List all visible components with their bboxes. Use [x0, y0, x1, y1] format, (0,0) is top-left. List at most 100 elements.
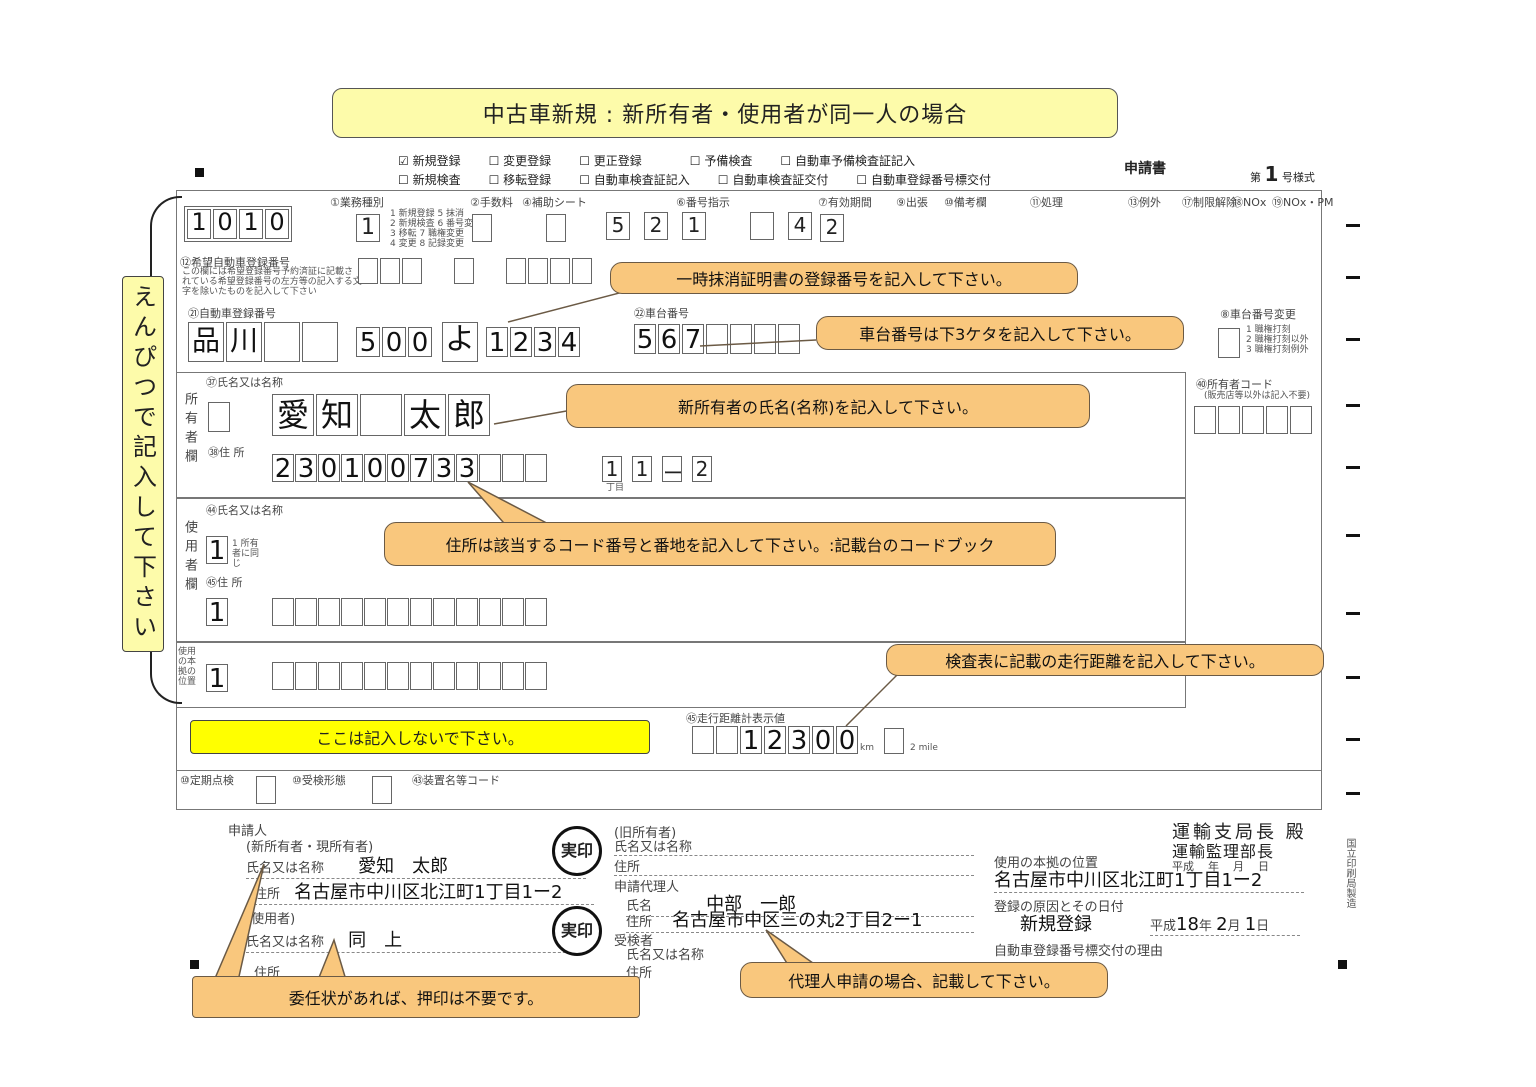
kibou-cell[interactable] — [506, 258, 526, 284]
odometer-cell[interactable]: 0 — [812, 726, 834, 754]
plate-class-cell[interactable]: 0 — [408, 327, 432, 357]
odometer-cell[interactable]: 0 — [836, 726, 858, 754]
address-code-cell[interactable]: 2 — [272, 454, 294, 482]
address-code-cell[interactable]: 3 — [433, 454, 455, 482]
bango-digit[interactable]: 5 — [606, 212, 630, 240]
checkbox-kosei-toroku[interactable]: ☐ 更正登録 — [579, 154, 642, 168]
address-code-cell[interactable] — [433, 662, 455, 690]
odometer-cell[interactable] — [716, 726, 738, 754]
address-code-cell[interactable] — [479, 662, 501, 690]
address-code-cell[interactable] — [364, 598, 386, 626]
address-code-cell[interactable] — [502, 454, 524, 482]
address-block-cell[interactable]: 1 — [602, 456, 622, 482]
owner-flag-field[interactable] — [208, 402, 230, 432]
kibou-cell[interactable] — [528, 258, 548, 284]
address-code-cell[interactable]: 0 — [387, 454, 409, 482]
chassis-cell[interactable] — [706, 324, 728, 354]
plate-region-cell[interactable]: 品 — [188, 322, 224, 362]
chassis-cell[interactable] — [754, 324, 776, 354]
address-code-cell[interactable] — [341, 598, 363, 626]
agent-name-value[interactable]: 中部 一郎 — [706, 894, 797, 915]
owner-code-cell[interactable] — [1266, 406, 1288, 434]
address-code-cell[interactable]: 3 — [295, 454, 317, 482]
owner-name-cell[interactable] — [360, 394, 402, 436]
owner-address-value[interactable]: 名古屋市中川区北江町1丁目1ー2 — [294, 882, 563, 903]
address-code-cell[interactable]: 7 — [410, 454, 432, 482]
address-code-cell[interactable] — [525, 454, 547, 482]
hojo-sheet-field[interactable] — [546, 214, 566, 242]
checkbox-shinki-kensa[interactable]: ☐ 新規検査 — [398, 173, 461, 187]
owner-name-value[interactable]: 愛知 太郎 — [358, 856, 449, 877]
plate-number-cell[interactable]: 2 — [510, 327, 532, 357]
address-code-cell[interactable] — [272, 662, 294, 690]
plate-region-cell[interactable] — [264, 322, 300, 362]
chassis-cell[interactable]: 7 — [682, 324, 704, 354]
yuko-kikan-field[interactable]: 2 — [820, 214, 844, 242]
office-code-digit[interactable]: 0 — [265, 209, 289, 239]
kibou-cell[interactable] — [454, 258, 474, 284]
owner-name-cell[interactable]: 知 — [316, 394, 358, 436]
honkyo-address-value[interactable]: 名古屋市中川区北江町1丁目1ー2 — [994, 866, 1304, 893]
bango-digit[interactable]: 4 — [788, 212, 812, 240]
address-code-cell[interactable] — [318, 662, 340, 690]
checkbox-kensasho-kofu[interactable]: ☐ 自動車検査証交付 — [717, 173, 829, 187]
tesuryo-field[interactable] — [472, 214, 492, 242]
address-block-cell[interactable]: 2 — [692, 456, 712, 482]
checkbox-henko-toroku[interactable]: ☐ 変更登録 — [488, 154, 552, 168]
address-code-cell[interactable] — [525, 598, 547, 626]
checkbox-plate-kofu[interactable]: ☐ 自動車登録番号標交付 — [856, 173, 991, 187]
owner-code-cell[interactable] — [1290, 406, 1312, 434]
address-code-cell[interactable] — [387, 598, 409, 626]
owner-name-cell[interactable]: 郎 — [448, 394, 490, 436]
checkbox-shinki-toroku[interactable]: ☑ 新規登録 — [398, 154, 461, 168]
owner-name-cell[interactable]: 太 — [404, 394, 446, 436]
user-same-field[interactable]: 1 — [206, 536, 228, 564]
address-code-cell[interactable] — [387, 662, 409, 690]
address-code-cell[interactable] — [456, 662, 478, 690]
chassis-cell[interactable]: 5 — [634, 324, 656, 354]
kibou-cell[interactable] — [380, 258, 400, 284]
address-code-cell[interactable] — [295, 662, 317, 690]
address-code-cell[interactable] — [341, 662, 363, 690]
kibou-cell[interactable] — [358, 258, 378, 284]
jushin-field[interactable] — [372, 776, 392, 804]
kibou-cell[interactable] — [572, 258, 592, 284]
address-code-cell[interactable]: 1 — [341, 454, 363, 482]
honkyo-same-field[interactable]: 1 — [206, 664, 228, 692]
shadai-change-field[interactable] — [1218, 328, 1240, 358]
plate-number-cell[interactable]: 4 — [558, 327, 580, 357]
address-block-cell[interactable]: ー — [662, 456, 683, 485]
address-block-cell[interactable]: 1 — [632, 456, 652, 482]
cause-value[interactable]: 新規登録 — [1020, 914, 1092, 935]
address-code-cell[interactable] — [410, 662, 432, 690]
odometer-cell[interactable]: 2 — [764, 726, 786, 754]
address-code-cell[interactable] — [295, 598, 317, 626]
odometer-unit-cell[interactable] — [883, 728, 904, 754]
address-code-cell[interactable] — [479, 454, 501, 482]
owner-name-cell[interactable]: 愛 — [272, 394, 314, 436]
kibou-cell[interactable] — [550, 258, 570, 284]
user-address-same-field[interactable]: 1 — [206, 598, 228, 626]
address-code-cell[interactable] — [525, 662, 547, 690]
plate-region-cell[interactable]: 川 — [226, 322, 262, 362]
address-code-cell[interactable] — [502, 662, 524, 690]
office-code-digit[interactable]: 1 — [239, 209, 263, 239]
checkbox-iten-toroku[interactable]: ☐ 移転登録 — [488, 173, 552, 187]
address-code-cell[interactable]: 0 — [364, 454, 386, 482]
address-code-cell[interactable] — [364, 662, 386, 690]
plate-class-cell[interactable]: 0 — [382, 327, 406, 357]
chassis-cell[interactable] — [778, 324, 800, 354]
kibou-cell[interactable] — [402, 258, 422, 284]
plate-class-cell[interactable]: 5 — [356, 327, 380, 357]
address-code-cell[interactable] — [318, 598, 340, 626]
bango-digit[interactable]: 1 — [682, 212, 706, 240]
address-code-cell[interactable] — [456, 598, 478, 626]
owner-code-cell[interactable] — [1218, 406, 1240, 434]
bango-digit[interactable]: 2 — [644, 212, 668, 240]
owner-code-cell[interactable] — [1194, 406, 1216, 434]
plate-kana-cell[interactable]: よ — [442, 322, 478, 362]
address-code-cell[interactable] — [410, 598, 432, 626]
odometer-cell[interactable] — [692, 726, 714, 754]
address-code-cell[interactable] — [272, 598, 294, 626]
user-name-value[interactable]: 同 上 — [348, 930, 403, 951]
